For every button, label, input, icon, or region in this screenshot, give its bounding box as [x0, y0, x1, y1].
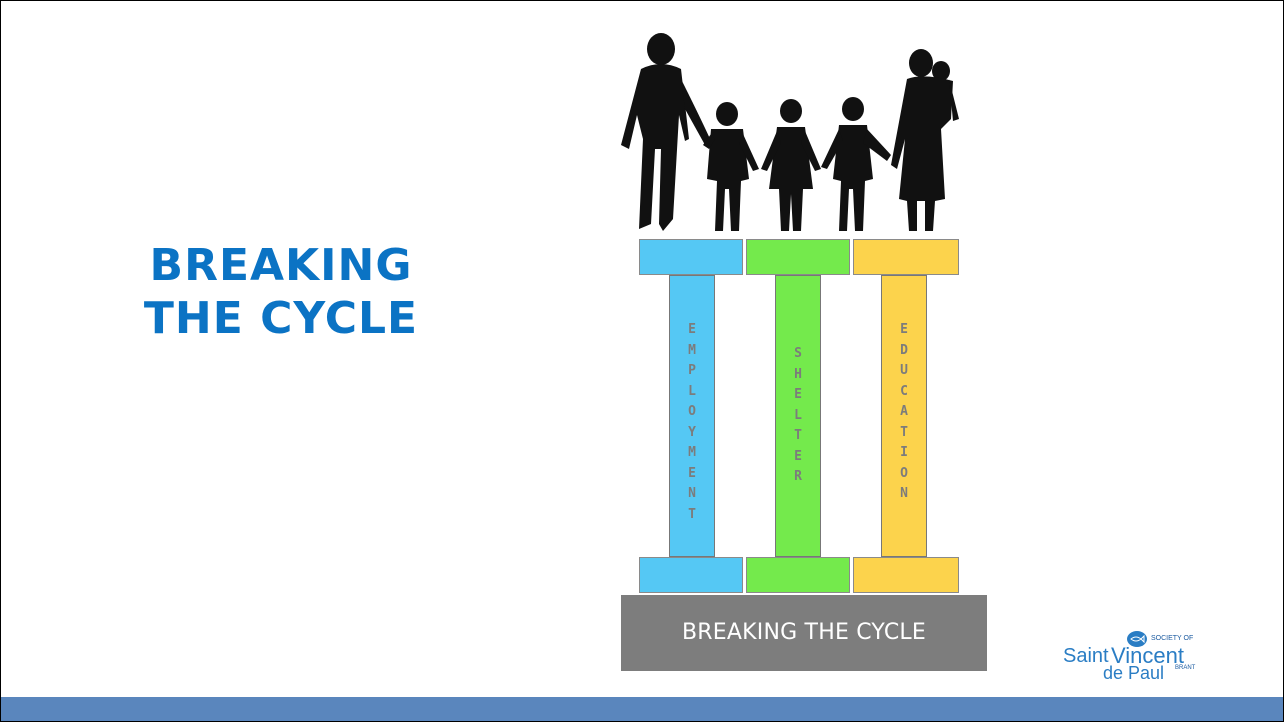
pillar-letter: C	[900, 383, 908, 399]
bottom-bar	[1, 697, 1283, 721]
top-cap-3	[853, 239, 959, 275]
pillar-letter: N	[900, 486, 908, 501]
logo-brant: BRANT	[1175, 665, 1196, 671]
pillar-letter: L	[688, 383, 696, 399]
logo-vincent: Vincent	[1111, 643, 1184, 668]
pillar-letter: P	[688, 363, 696, 378]
pillar-letter: E	[794, 387, 802, 402]
pillar-letter: E	[688, 322, 696, 337]
saint-vincent-de-paul-logo: SOCIETY OF Saint Vincent de Paul BRANT	[1063, 631, 1213, 687]
top-cap-1	[639, 239, 743, 275]
pillar-letter: Y	[688, 424, 696, 440]
pillar-letter: E	[794, 448, 802, 464]
pillar-letter: O	[900, 465, 908, 481]
title-line-2: THE CYCLE	[143, 293, 419, 344]
pillar-letter: O	[688, 404, 696, 419]
pillar-letter: D	[900, 342, 908, 358]
top-cap-2	[746, 239, 850, 275]
title-line-1: BREAKING	[149, 240, 413, 291]
pillar-letter: E	[688, 465, 696, 481]
pillar-letter: R	[794, 469, 802, 484]
bottom-cap-3	[853, 557, 959, 593]
pillar-letter: H	[794, 366, 802, 382]
pillar-letter: L	[794, 407, 802, 423]
pillar-letter: T	[794, 428, 802, 443]
pillar-letter: A	[900, 404, 908, 419]
pillar-letter: N	[688, 486, 696, 501]
pillar-letter: M	[688, 342, 696, 358]
logo-society: SOCIETY OF	[1151, 635, 1194, 642]
pillar-letter: U	[900, 363, 908, 378]
fish-icon	[1127, 631, 1147, 647]
pillar-letter: T	[900, 424, 908, 440]
pillar-letter: I	[900, 445, 908, 460]
pillar-letter: M	[688, 445, 696, 460]
pillar-letter: E	[900, 322, 908, 337]
bottom-cap-1	[639, 557, 743, 593]
pillar-letter: T	[688, 506, 696, 522]
family-silhouette-icon	[621, 33, 959, 231]
logo-depaul: de Paul	[1103, 663, 1165, 683]
slide-title: BREAKING THE CYCLE	[71, 239, 491, 345]
pillar-letter: S	[794, 346, 802, 361]
base-label: BREAKING THE CYCLE	[621, 595, 987, 671]
logo-saint: Saint	[1063, 645, 1109, 667]
bottom-cap-2	[746, 557, 850, 593]
